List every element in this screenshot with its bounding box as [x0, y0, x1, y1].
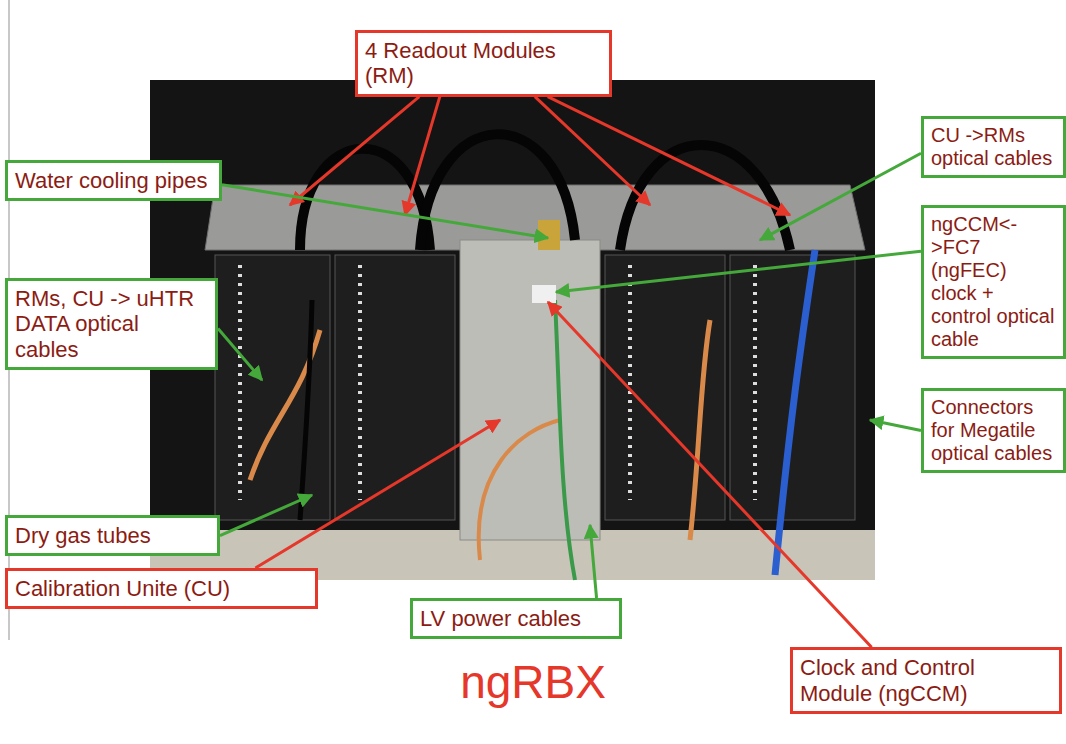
connector-row	[753, 265, 757, 500]
leader-arrow	[290, 97, 419, 205]
readout-module	[605, 255, 725, 520]
readout-module	[335, 255, 455, 520]
leader-arrow	[255, 420, 500, 568]
leader-arrow	[870, 420, 921, 431]
connector-row	[358, 265, 362, 500]
callout-text: Connectors for Megatile optical cables	[931, 396, 1056, 465]
callout-text: RMs, CU -> uHTR DATA optical cables	[15, 286, 208, 362]
ngccm-connector	[532, 285, 556, 303]
callout-text: ngCCM<->FC7 (ngFEC) clock + control opti…	[931, 213, 1056, 351]
cable-callout-box: RMs, CU -> uHTR DATA optical cables	[5, 278, 218, 370]
caption: ngRBX	[0, 655, 1066, 709]
photo-background	[150, 80, 875, 580]
cable-callout-box: Connectors for Megatile optical cables	[921, 388, 1066, 473]
cable-callout-box: ngCCM<->FC7 (ngFEC) clock + control opti…	[921, 205, 1066, 359]
leader-arrow	[218, 329, 262, 380]
leader-arrow	[222, 185, 548, 238]
cable-callout-box: CU ->RMs optical cables	[921, 116, 1066, 178]
callout-text: Water cooling pipes	[15, 168, 212, 193]
cable-callout-box: Water cooling pipes	[5, 160, 222, 201]
callout-text: Dry gas tubes	[15, 523, 210, 548]
part-callout-box: Clock and Control Module (ngCCM)	[790, 647, 1062, 714]
leader-arrow	[535, 97, 650, 205]
cable-callout-box: LV power cables	[410, 598, 622, 639]
orange-cable	[690, 320, 710, 540]
leader-arrow	[220, 495, 312, 536]
leader-arrow	[405, 97, 440, 215]
blue-cable	[775, 250, 815, 575]
connector-row	[628, 265, 632, 500]
calibration-unit	[460, 240, 600, 540]
cable-callout-box: Dry gas tubes	[5, 515, 220, 556]
connector-row	[238, 265, 242, 500]
green-cable	[555, 300, 575, 580]
part-callout-box: 4 Readout Modules (RM)	[355, 30, 612, 97]
callout-text: Calibration Unite (CU)	[15, 576, 308, 601]
part-callout-box: Calibration Unite (CU)	[5, 568, 318, 609]
readout-module	[215, 255, 330, 520]
orange-cable	[479, 420, 560, 560]
optical-cable	[420, 134, 575, 250]
gas-tube	[300, 300, 312, 520]
leader-arrow	[760, 153, 921, 240]
optical-cable	[620, 145, 790, 250]
leader-arrow	[590, 525, 597, 598]
leader-arrow	[548, 302, 872, 647]
callout-text: LV power cables	[420, 606, 612, 631]
callout-text: CU ->RMs optical cables	[931, 124, 1056, 170]
callout-text: Clock and Control Module (ngCCM)	[800, 655, 1052, 706]
callout-text: 4 Readout Modules (RM)	[365, 38, 602, 89]
leader-arrow	[556, 251, 921, 292]
leader-arrow	[548, 97, 790, 215]
water-fitting	[538, 220, 560, 250]
